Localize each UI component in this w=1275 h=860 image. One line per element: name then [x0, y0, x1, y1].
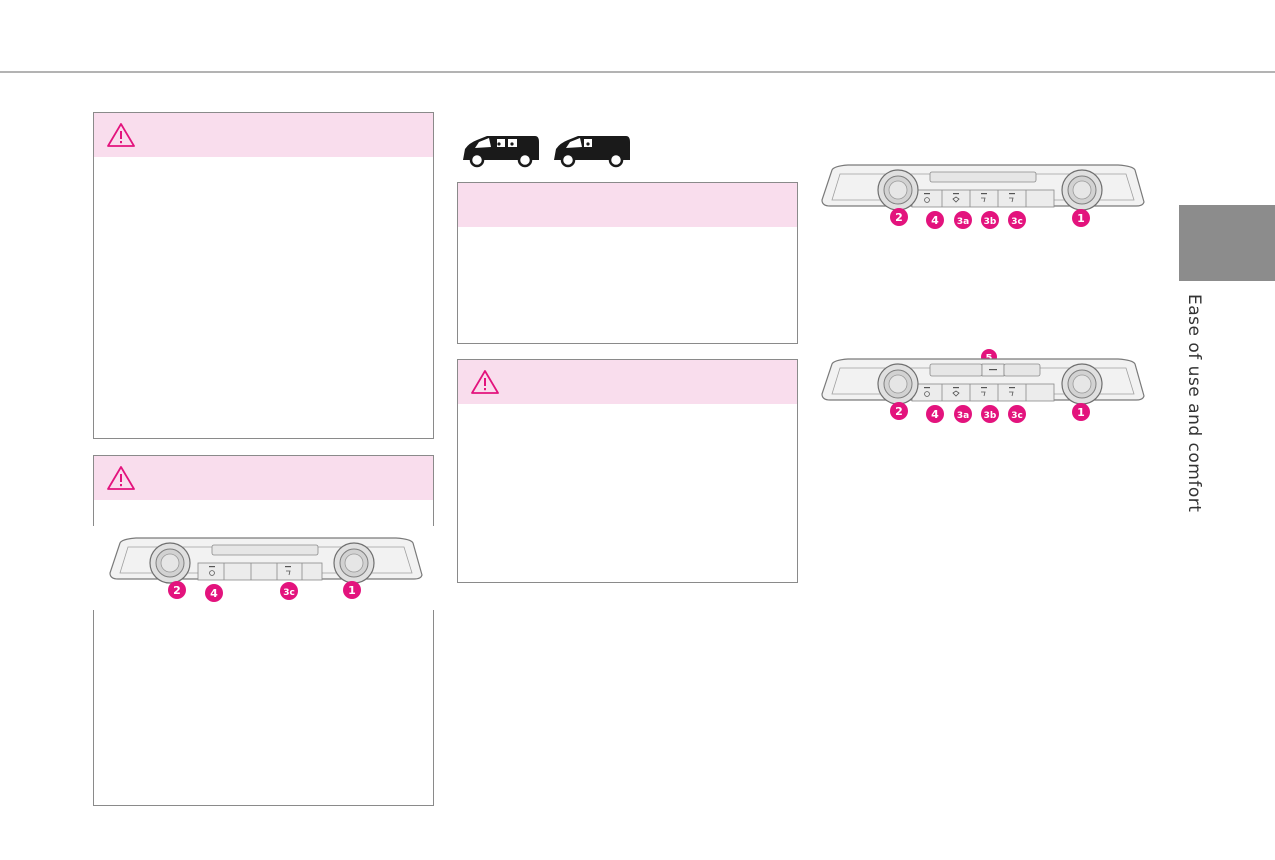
svg-text:1: 1 — [348, 584, 356, 597]
svg-text:3c: 3c — [283, 588, 295, 598]
climate-panel-diagram-basic: 2 4 3c 1 — [109, 537, 423, 602]
warning-box-3 — [457, 359, 798, 583]
callout-badge: 2 — [890, 402, 908, 420]
svg-text:3c: 3c — [1011, 217, 1023, 227]
warning-triangle-icon — [107, 123, 135, 147]
chapter-label: Ease of use and comfort — [1184, 294, 1204, 513]
callout-badge: 3b — [981, 211, 999, 229]
warning-box-1-header — [94, 113, 433, 157]
svg-text:1: 1 — [1077, 406, 1085, 419]
info-box — [457, 182, 798, 344]
warning-box-2 — [92, 455, 435, 806]
chapter-tab — [1179, 205, 1275, 281]
svg-text:2: 2 — [895, 405, 903, 418]
callout-badge: 4 — [926, 405, 944, 423]
callout-badge: 1 — [1072, 403, 1090, 421]
callout-badge: 3c — [1008, 211, 1026, 229]
callout-badge: 4 — [205, 584, 223, 602]
climate-panel-diagram-ac: 5 2 4 — [821, 349, 1145, 423]
callout-badge: 3b — [981, 405, 999, 423]
callout-badge: 1 — [343, 581, 361, 599]
van-with-passengers-icon — [463, 136, 539, 168]
callout-badge: 4 — [926, 211, 944, 229]
callout-badge: 1 — [1072, 209, 1090, 227]
svg-text:3b: 3b — [984, 217, 997, 227]
warning-triangle-icon — [107, 466, 135, 490]
svg-text:1: 1 — [1077, 212, 1085, 225]
callout-badge: 3c — [1008, 405, 1026, 423]
svg-text:3a: 3a — [957, 217, 969, 227]
svg-text:3b: 3b — [984, 411, 997, 421]
van-single-row-icon — [554, 136, 630, 168]
svg-text:4: 4 — [931, 214, 939, 227]
callout-badge: 2 — [890, 208, 908, 226]
callout-badge: 3c — [280, 582, 298, 600]
svg-text:4: 4 — [210, 587, 218, 600]
callout-badge: 3a — [954, 405, 972, 423]
svg-text:2: 2 — [895, 211, 903, 224]
callout-badge: 3a — [954, 211, 972, 229]
svg-text:4: 4 — [931, 408, 939, 421]
svg-text:2: 2 — [173, 584, 181, 597]
info-box-header — [458, 183, 797, 227]
svg-text:3c: 3c — [1011, 411, 1023, 421]
warning-box-3-header — [458, 360, 797, 404]
warning-box-2-header — [94, 456, 433, 500]
climate-panel-diagram-full: 2 4 3a 3b 3c 1 — [821, 164, 1145, 229]
top-rule — [0, 71, 1275, 73]
warning-box-1 — [93, 112, 434, 439]
warning-triangle-icon — [471, 370, 499, 394]
svg-text:3a: 3a — [957, 411, 969, 421]
callout-badge: 2 — [168, 581, 186, 599]
